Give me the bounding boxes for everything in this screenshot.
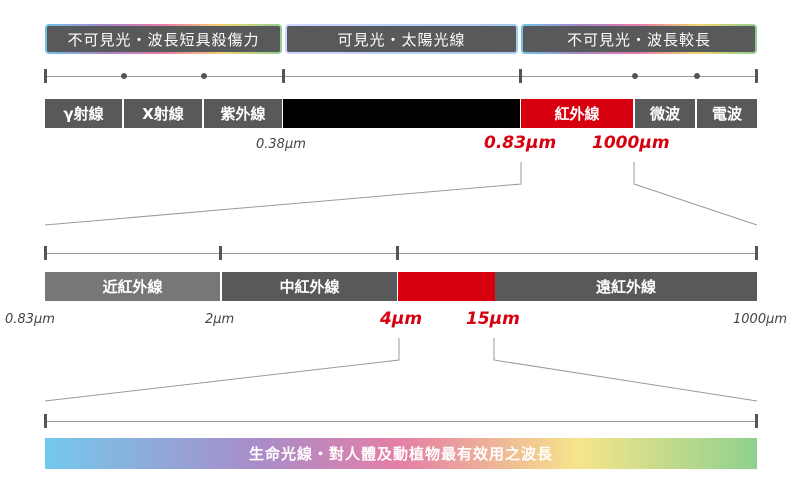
ir-ruler [45, 253, 757, 254]
life-light-band: 生命光線・對人體及動植物最有效用之波長 [45, 438, 757, 469]
spectrum-ruler [45, 76, 757, 77]
band-uv: 紫外線 [204, 99, 282, 128]
ruler-tick [755, 246, 758, 260]
label-uv-visible: 0.38μm [256, 137, 306, 152]
band-near-ir: 近紅外線 [45, 272, 220, 301]
band-far-ir: 遠紅外線 [495, 272, 757, 301]
header-visible: 可見光・太陽光線 [285, 24, 518, 54]
band-far-ir-label: 遠紅外線 [595, 278, 656, 296]
band-radio-label: 電波 [711, 105, 742, 123]
header-invisible-long-label: 不可見光・波長較長 [566, 30, 711, 49]
ruler-tick [44, 246, 47, 260]
label-ir-start: 0.83μm [5, 312, 55, 327]
label-highlight-start: 4μm [380, 309, 423, 329]
label-highlight-end: 15μm [466, 309, 520, 329]
band-mid-ir-label: 中紅外線 [279, 278, 340, 296]
header-invisible-short-label: 不可見光・波長短具殺傷力 [67, 30, 260, 49]
band-xray: X射線 [124, 99, 202, 128]
band-infrared-label: 紅外線 [554, 105, 600, 123]
ruler-dot [201, 73, 207, 79]
band-visible [283, 99, 520, 128]
band-gamma: γ射線 [45, 99, 122, 128]
life-light-label: 生命光線・對人體及動植物最有效用之波長 [248, 445, 553, 463]
life-ruler [45, 421, 757, 422]
band-gamma-label: γ射線 [63, 105, 104, 123]
band-radio: 電波 [697, 99, 757, 128]
header-invisible-short: 不可見光・波長短具殺傷力 [45, 24, 282, 54]
label-ir-end-far: 1000μm [733, 312, 788, 327]
ruler-tick [519, 69, 522, 83]
band-near-ir-label: 近紅外線 [102, 278, 163, 296]
ruler-tick [396, 246, 399, 260]
header-invisible-long: 不可見光・波長較長 [521, 24, 757, 54]
band-ir-highlight [398, 272, 495, 301]
ruler-tick [282, 69, 285, 83]
ruler-tick [219, 246, 222, 260]
ruler-tick [755, 69, 758, 83]
band-uv-label: 紫外線 [220, 105, 266, 123]
band-xray-label: X射線 [142, 105, 184, 123]
ruler-dot [632, 73, 638, 79]
ruler-dot [694, 73, 700, 79]
band-infrared: 紅外線 [521, 99, 633, 128]
ruler-tick [755, 414, 758, 428]
label-near-mid: 2μm [205, 312, 235, 327]
ruler-tick [44, 414, 47, 428]
band-microwave-label: 微波 [649, 105, 680, 123]
label-visible-ir: 0.83μm [484, 133, 557, 153]
ruler-tick [44, 69, 47, 83]
header-visible-label: 可見光・太陽光線 [337, 30, 466, 49]
band-mid-ir: 中紅外線 [222, 272, 397, 301]
label-ir-end: 1000μm [592, 133, 670, 153]
band-microwave: 微波 [635, 99, 695, 128]
ruler-dot [121, 73, 127, 79]
